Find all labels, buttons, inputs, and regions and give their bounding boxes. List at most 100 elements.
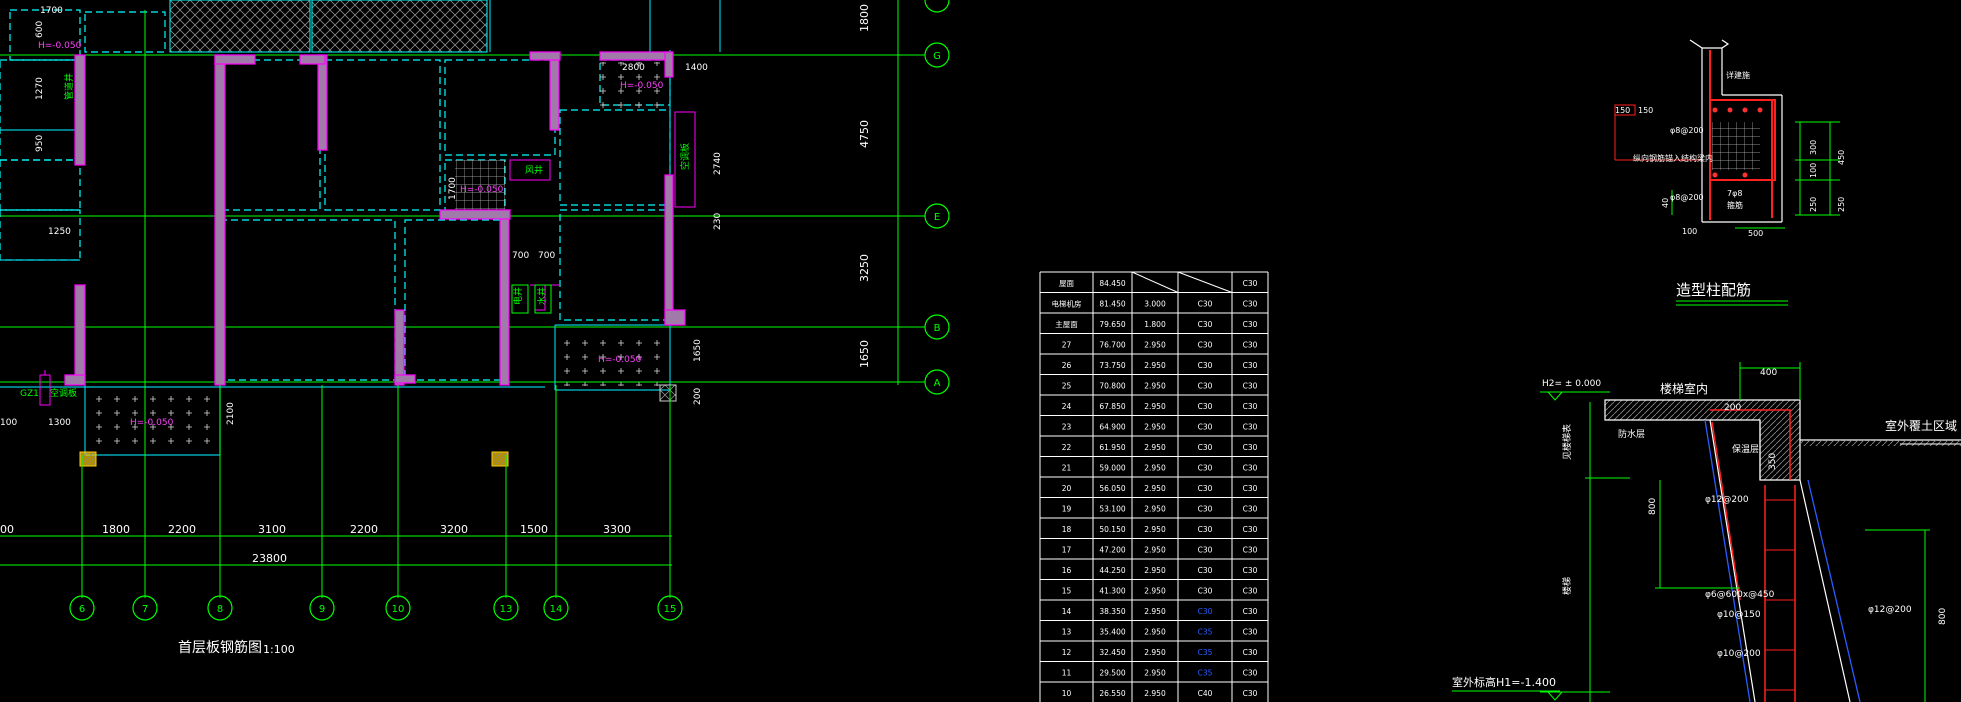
wall-dim-400: 400 <box>1760 368 1777 378</box>
axis-bubble-13: 13 <box>500 604 513 615</box>
table-cell: C30 <box>1243 300 1258 309</box>
col-dim-250b: 250 <box>1837 197 1846 212</box>
table-cell: 1.800 <box>1144 320 1166 329</box>
plan-dim-2740: 2740 <box>713 152 723 175</box>
axis-bubble-10: 10 <box>392 604 405 615</box>
table-cell: C30 <box>1198 320 1213 329</box>
floor-plan: 00 1800 2200 3100 2200 3200 1500 3300 23… <box>0 0 950 656</box>
table-cell: 电梯机房 <box>1052 299 1082 309</box>
plan-label-shaft: 管道井 <box>63 73 75 100</box>
col-dim-300: 300 <box>1809 140 1818 155</box>
table-cell: C30 <box>1198 566 1213 575</box>
table-cell: 2.950 <box>1144 443 1166 452</box>
table-cell: 22 <box>1062 443 1072 452</box>
table-cell: 32.450 <box>1099 648 1125 657</box>
table-cell: 20 <box>1062 484 1072 493</box>
table-cell: 79.650 <box>1099 320 1125 329</box>
table-cell: C35 <box>1198 648 1213 657</box>
axis-bubble-A: A <box>934 378 941 389</box>
table-cell: 2.950 <box>1144 689 1166 698</box>
table-cell: 23 <box>1062 423 1072 432</box>
table-cell: C30 <box>1198 505 1213 514</box>
table-cell: 67.850 <box>1099 402 1125 411</box>
table-cell: C30 <box>1243 546 1258 555</box>
table-cell: C30 <box>1243 361 1258 370</box>
table-cell: 2.950 <box>1144 361 1166 370</box>
table-cell: C30 <box>1198 341 1213 350</box>
table-cell: C35 <box>1198 669 1213 678</box>
table-cell: 2.950 <box>1144 525 1166 534</box>
table-cell: 2.950 <box>1144 341 1166 350</box>
table-cell: 76.700 <box>1099 341 1125 350</box>
plan-dim-230: 230 <box>713 213 723 230</box>
col-rebar-3: 7φ8 <box>1727 189 1742 198</box>
table-cell: C30 <box>1243 505 1258 514</box>
axis-bubble-E: E <box>934 212 940 223</box>
table-cell: 2.950 <box>1144 587 1166 596</box>
table-cell: 14 <box>1062 607 1072 616</box>
plan-label-elec: 电井 <box>512 287 524 305</box>
dim-bottom-1: 1800 <box>102 523 130 536</box>
wall-dim-350: 350 <box>1768 453 1778 470</box>
wall-dim-800: 800 <box>1648 498 1658 515</box>
wall-left-v2: 楼梯 <box>1561 577 1573 595</box>
dim-right-0: 1800 <box>858 4 871 32</box>
plan-elev-3: H=-0.050 <box>460 185 504 195</box>
dim-right-1: 4750 <box>858 120 871 148</box>
plan-dim-1700-mid: 1700 <box>448 177 458 200</box>
table-cell: C30 <box>1243 669 1258 678</box>
table-cell: 25 <box>1062 382 1072 391</box>
plan-elev-1: H=-0.050 <box>38 41 82 51</box>
plan-dim-200v: 200 <box>693 388 703 405</box>
col-top-note: 详建施 <box>1726 70 1750 80</box>
table-cell: C30 <box>1243 402 1258 411</box>
col-dim-500: 500 <box>1748 229 1763 238</box>
dim-total: 23800 <box>252 552 287 565</box>
bottom-axis-bubbles <box>69 595 683 621</box>
col-left-150b: 150 <box>1638 106 1653 115</box>
axis-bubble-8: 8 <box>217 604 223 615</box>
table-cell: C30 <box>1243 464 1258 473</box>
table-cell: 19 <box>1062 505 1072 514</box>
col-dim-100: 100 <box>1682 227 1697 236</box>
hatch-area-2 <box>311 0 488 53</box>
table-cell: 27 <box>1062 341 1072 350</box>
table-cell: C30 <box>1243 648 1258 657</box>
wall-rebar-3: φ10@150 <box>1717 610 1761 620</box>
col-left-150a: 150 <box>1615 106 1630 115</box>
axis-bubble-G: G <box>933 51 941 62</box>
table-cell: C30 <box>1243 279 1258 288</box>
table-cell: 53.100 <box>1099 505 1125 514</box>
dim-bottom-6: 1500 <box>520 523 548 536</box>
table-cell: 73.750 <box>1099 361 1125 370</box>
table-cell: 2.950 <box>1144 382 1166 391</box>
table-cell: 59.000 <box>1099 464 1125 473</box>
table-cell: 56.050 <box>1099 484 1125 493</box>
plan-dim-1250: 1250 <box>48 227 71 237</box>
table-cell: 2.950 <box>1144 566 1166 575</box>
table-cell: 2.950 <box>1144 423 1166 432</box>
table-cell: C30 <box>1243 484 1258 493</box>
dim-bottom-0: 00 <box>0 523 14 536</box>
table-cell: C35 <box>1198 628 1213 637</box>
table-cell: 50.150 <box>1099 525 1125 534</box>
table-cell: C40 <box>1198 689 1213 698</box>
table-cell: C30 <box>1243 341 1258 350</box>
table-cell: C30 <box>1198 382 1213 391</box>
plan-dim-1300: 1300 <box>48 418 71 428</box>
table-cell: 2.950 <box>1144 464 1166 473</box>
dim-bottom-3: 3100 <box>258 523 286 536</box>
table-cell: C30 <box>1243 628 1258 637</box>
axis-bubble-14: 14 <box>550 604 563 615</box>
wall-rebar-1: φ12@200 <box>1705 495 1749 505</box>
table-cell: 44.250 <box>1099 566 1125 575</box>
plan-dim-700b: 700 <box>538 251 555 261</box>
col-dim-450: 450 <box>1837 150 1846 165</box>
table-cell: 11 <box>1062 669 1072 678</box>
plan-dim-2100v: 2100 <box>226 402 236 425</box>
col-rebar-1: φ8@200 <box>1670 126 1704 135</box>
table-cell: 26.550 <box>1099 689 1125 698</box>
col-dim-250a: 250 <box>1809 197 1818 212</box>
table-cell: 2.950 <box>1144 607 1166 616</box>
table-cell: C30 <box>1243 423 1258 432</box>
